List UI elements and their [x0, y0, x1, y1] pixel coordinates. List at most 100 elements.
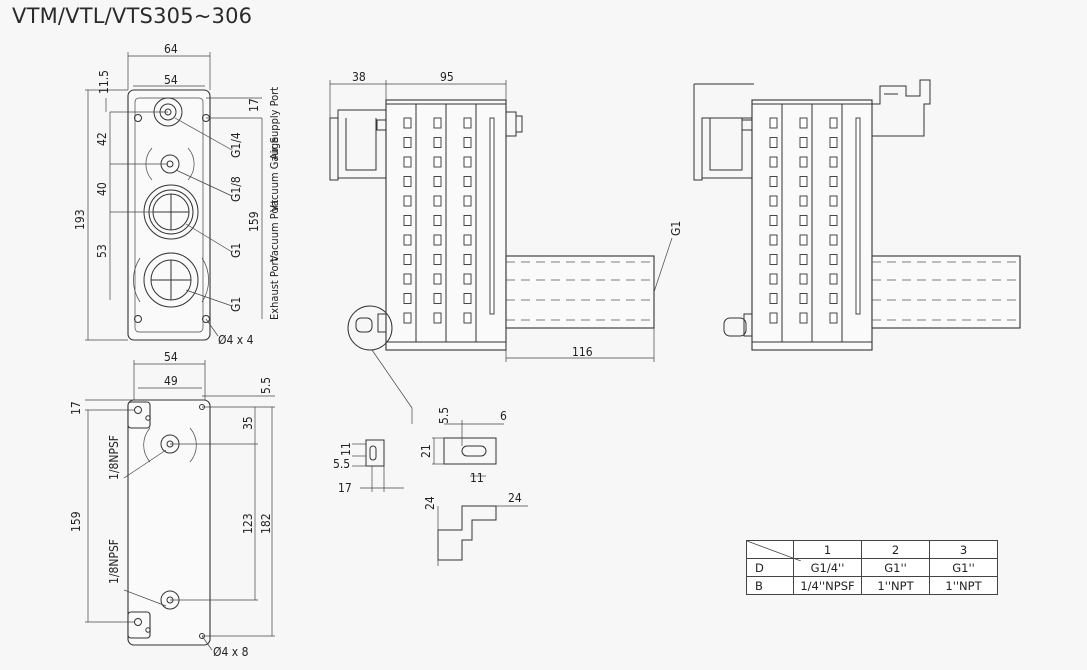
back-port-2: 1/8NPSF — [107, 539, 121, 584]
dim-193: 193 — [73, 209, 87, 230]
port-name-1: Air Supply Port — [268, 87, 281, 160]
slot-mark — [799, 215, 808, 226]
slot-mark — [829, 195, 838, 207]
row-label-b: B — [746, 576, 794, 595]
slot-mark — [799, 312, 808, 324]
slot-mark — [799, 293, 808, 304]
slot-mark — [433, 215, 442, 226]
table-cell: 1/4''NPSF — [793, 576, 862, 595]
slot-mark — [799, 117, 808, 129]
table-cell: G1/4'' — [793, 558, 862, 577]
front-view — [85, 52, 263, 341]
slot-mark — [829, 176, 838, 187]
slot-mark — [433, 117, 442, 129]
dim-21: 21 — [419, 444, 433, 458]
slot-mark — [829, 117, 838, 129]
table-cell: G1'' — [861, 558, 930, 577]
slot-mark — [829, 234, 838, 246]
slot-mark — [829, 312, 838, 324]
slot-mark — [403, 195, 412, 207]
side-slots-right — [769, 117, 861, 324]
slot-mark — [403, 176, 412, 187]
slot-mark — [799, 273, 808, 285]
col-header-3: 3 — [929, 540, 998, 559]
dim-95: 95 — [440, 70, 454, 84]
side-view-right — [693, 79, 1021, 351]
slot-mark — [433, 137, 442, 148]
dim-182: 182 — [259, 513, 273, 534]
back-port-1: 1/8NPSF — [107, 435, 121, 480]
spec-header-row: 1 2 3 — [746, 540, 998, 561]
slot-mark — [433, 195, 442, 207]
slot-mark — [433, 176, 442, 187]
slot-mark — [799, 195, 808, 207]
dim-6: 6 — [500, 409, 507, 423]
side-dimensions: 38 95 116 G1 — [352, 70, 683, 359]
slot-mark — [403, 273, 412, 285]
port-name-2: Vacuum Gauge — [268, 137, 281, 212]
slot-mark — [403, 117, 412, 129]
side-slots — [403, 117, 495, 324]
dim-64: 64 — [164, 42, 178, 56]
slot-mark — [799, 254, 808, 265]
slot-mark — [769, 273, 778, 285]
slot-bar — [489, 117, 495, 315]
slot-mark — [403, 156, 412, 168]
dim-24-a: 24 — [423, 496, 437, 510]
slot-mark — [799, 176, 808, 187]
dim-159: 159 — [247, 211, 261, 232]
slot-mark — [463, 117, 472, 129]
slot-mark — [463, 234, 472, 246]
slot-mark — [799, 156, 808, 168]
slot-mark — [769, 137, 778, 148]
slot-mark — [403, 254, 412, 265]
dim-35: 35 — [241, 416, 255, 430]
dim-40: 40 — [95, 182, 109, 196]
slot-mark — [403, 312, 412, 324]
slot-mark — [769, 176, 778, 187]
dim-123: 123 — [241, 513, 255, 534]
slot-bar — [855, 117, 861, 315]
bracket-dimensions: 11 5.5 17 5.5 6 21 11 24 24 — [333, 407, 522, 510]
port-name-4: Exhaust Port — [268, 257, 281, 320]
back-dimensions: 54 49 5.5 17 35 159 123 182 1/8NPSF 1/8N… — [69, 350, 273, 659]
dim-11-5: 11.5 — [97, 70, 111, 94]
port-name-3: Vacuum Port — [268, 200, 281, 262]
table-cell: G1'' — [929, 558, 998, 577]
front-dimensions: 64 54 11.5 17 42 40 53 193 159 G1/4 G1/8… — [73, 42, 281, 347]
slot-mark — [769, 254, 778, 265]
slot-mark — [829, 137, 838, 148]
slot-mark — [433, 293, 442, 304]
slot-mark — [463, 176, 472, 187]
slot-mark — [403, 215, 412, 226]
table-cell: 1''NPT — [861, 576, 930, 595]
dim-53: 53 — [95, 244, 109, 258]
col-header-1: 1 — [793, 540, 862, 559]
slot-mark — [433, 254, 442, 265]
dim-42: 42 — [95, 132, 109, 146]
back-view — [85, 360, 275, 651]
holes-back: Ø4 x 8 — [213, 645, 249, 659]
slot-mark — [463, 293, 472, 304]
col-header-2: 2 — [861, 540, 930, 559]
slot-mark — [769, 156, 778, 168]
dim-5-5-a: 5.5 — [333, 457, 350, 471]
slot-mark — [769, 234, 778, 246]
table-row: D G1/4'' G1'' G1'' — [746, 558, 998, 577]
table-corner — [746, 540, 801, 561]
side-view — [329, 80, 673, 424]
dim-54-back: 54 — [164, 350, 178, 364]
bracket-detail — [352, 420, 528, 566]
dim-17-top: 17 — [247, 98, 261, 112]
slot-mark — [829, 273, 838, 285]
port-thread-4: G1 — [229, 297, 243, 312]
dim-159-back: 159 — [69, 511, 83, 532]
slot-mark — [769, 117, 778, 129]
slot-mark — [463, 137, 472, 148]
slot-mark — [463, 273, 472, 285]
slot-mark — [463, 312, 472, 324]
slot-mark — [463, 215, 472, 226]
dim-11-b: 11 — [470, 471, 484, 485]
slot-mark — [829, 254, 838, 265]
